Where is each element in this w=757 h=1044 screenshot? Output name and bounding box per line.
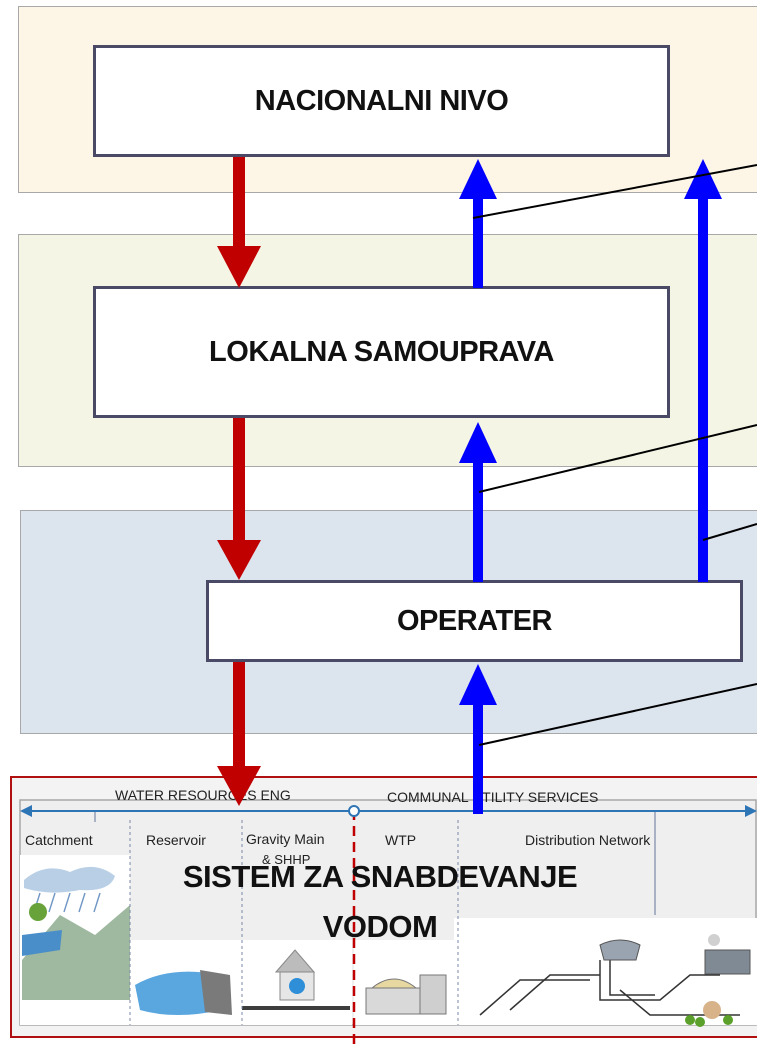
stage-shhp: & SHHP xyxy=(262,852,311,867)
system-title-line-2: VODOM xyxy=(322,909,438,944)
arrow-up-local-to-national xyxy=(473,195,483,288)
local-government-box: LOKALNA SAMOUPRAVA xyxy=(93,286,670,418)
wtp-image xyxy=(354,940,454,1025)
callout-line-4 xyxy=(478,683,757,746)
stage-gravity-main: Gravity Main xyxy=(246,831,325,847)
arrow-up-operator-to-local xyxy=(473,460,483,582)
arrow-up-operator-to-national xyxy=(698,195,708,582)
label-communal-utility-services: COMMUNAL UTILITY SERVICES xyxy=(387,789,599,805)
system-title-line-1: SISTEM ZA SNABDEVANJE xyxy=(182,859,578,894)
stage-distribution-network: Distribution Network xyxy=(525,832,651,848)
operator-label: OPERATER xyxy=(397,604,552,637)
reservoir-image xyxy=(130,940,240,1025)
national-level-label: NACIONALNI NIVO xyxy=(254,84,509,117)
domain-double-arrow xyxy=(20,805,757,817)
callout-line-1 xyxy=(472,164,757,219)
catchment-image xyxy=(20,855,130,1025)
callout-line-2 xyxy=(478,424,757,493)
arrow-down-national-to-local xyxy=(233,157,245,251)
arrow-down-operator-to-system xyxy=(233,662,245,770)
stage-reservoir: Reservoir xyxy=(146,832,206,848)
national-level-box: NACIONALNI NIVO xyxy=(93,45,670,157)
shhp-image xyxy=(240,940,352,1025)
stage-wtp: WTP xyxy=(385,832,417,848)
water-supply-system-title: SISTEM ZA SNABDEVANJE VODOM xyxy=(120,852,640,952)
arrow-down-local-to-operator xyxy=(233,418,245,543)
local-government-label: LOKALNA SAMOUPRAVA xyxy=(209,335,554,368)
operator-box: OPERATER xyxy=(206,580,743,662)
distribution-network-image xyxy=(454,918,757,1027)
arrow-up-system-to-operator xyxy=(473,702,483,814)
stage-catchment: Catchment xyxy=(25,832,93,848)
callout-line-3 xyxy=(702,523,757,541)
